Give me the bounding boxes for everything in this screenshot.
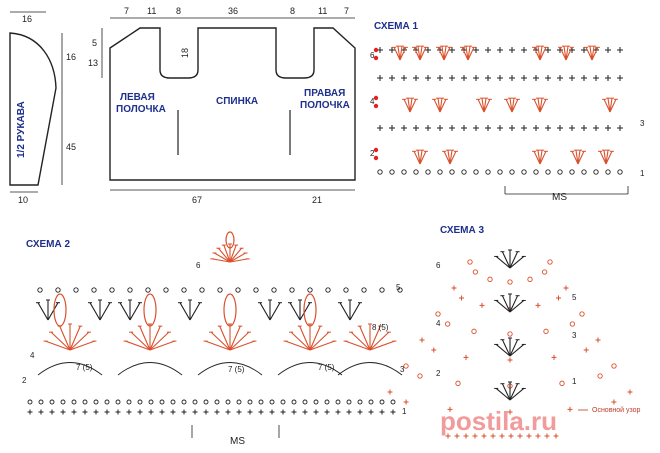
svg-text:ПОЛОЧКА: ПОЛОЧКА — [116, 104, 166, 115]
svg-text:4: 4 — [370, 97, 375, 106]
top-dim-6: 11 — [318, 6, 327, 16]
svg-text:6: 6 — [436, 261, 441, 270]
svg-text:21: 21 — [312, 195, 322, 205]
svg-text:13: 13 — [88, 58, 98, 68]
top-dim-4: 36 — [228, 6, 238, 16]
svg-text:5: 5 — [92, 38, 97, 48]
svg-text:ПРАВАЯ: ПРАВАЯ — [304, 88, 345, 99]
top-dim-5: 8 — [290, 6, 295, 16]
svg-text:СПИНКА: СПИНКА — [216, 96, 258, 107]
top-dim-7: 7 — [344, 6, 349, 16]
svg-text:7 (5): 7 (5) — [228, 365, 245, 374]
svg-text:ЛЕВАЯ: ЛЕВАЯ — [120, 92, 155, 103]
scheme-1: СХЕМА 1 6 4 2 3 1 MS — [370, 21, 645, 203]
top-dim-1: 7 — [124, 6, 129, 16]
svg-text:10: 10 — [18, 195, 28, 205]
svg-text:3: 3 — [640, 119, 645, 128]
svg-text:2: 2 — [370, 149, 375, 158]
scheme-3: СХЕМА 3 6 5 4 3 2 1 Основной узор — [387, 225, 641, 439]
svg-text:ПОЛОЧКА: ПОЛОЧКА — [300, 100, 350, 111]
svg-text:СХЕМА 3: СХЕМА 3 — [440, 225, 485, 236]
watermark: postila.ru — [440, 406, 557, 436]
svg-text:8 (5): 8 (5) — [372, 323, 389, 332]
svg-text:7 (5): 7 (5) — [76, 363, 93, 372]
svg-text:6: 6 — [196, 261, 201, 270]
svg-text:1: 1 — [640, 169, 645, 178]
svg-text:4: 4 — [30, 351, 35, 360]
svg-text:7 (5): 7 (5) — [318, 363, 335, 372]
top-dim-2: 11 — [147, 6, 156, 16]
svg-text:3: 3 — [400, 365, 405, 374]
svg-text:3: 3 — [572, 331, 577, 340]
svg-text:MS: MS — [230, 436, 245, 447]
svg-text:2: 2 — [22, 376, 27, 385]
svg-text:1/2 РУКАВА: 1/2 РУКАВА — [16, 101, 27, 158]
svg-text:5: 5 — [396, 283, 401, 292]
body-pattern: 7 11 8 36 8 11 7 5 13 18 ЛЕВАЯ ПОЛОЧКА С… — [88, 6, 356, 205]
svg-text:2: 2 — [436, 369, 441, 378]
svg-text:СХЕМА 1: СХЕМА 1 — [374, 21, 419, 32]
svg-text:16: 16 — [22, 14, 32, 24]
svg-text:45: 45 — [66, 142, 76, 152]
sleeve-pattern: 16 16 45 10 1/2 РУКАВА — [9, 11, 76, 205]
svg-text:67: 67 — [192, 195, 202, 205]
svg-text:5: 5 — [572, 293, 577, 302]
svg-text:1: 1 — [572, 377, 577, 386]
svg-text:6: 6 — [370, 51, 375, 60]
scheme-2: СХЕМА 2 6 5 4 3 2 1 7 (5) 7 (5) 7 (5) 8 … — [22, 231, 407, 447]
svg-text:18: 18 — [180, 48, 190, 58]
svg-text:Основной узор: Основной узор — [592, 406, 641, 414]
svg-text:4: 4 — [436, 319, 441, 328]
svg-text:MS: MS — [552, 192, 567, 203]
svg-text:СХЕМА 2: СХЕМА 2 — [26, 239, 71, 250]
top-dim-3: 8 — [176, 6, 181, 16]
svg-text:16: 16 — [66, 52, 76, 62]
svg-text:1: 1 — [402, 407, 407, 416]
